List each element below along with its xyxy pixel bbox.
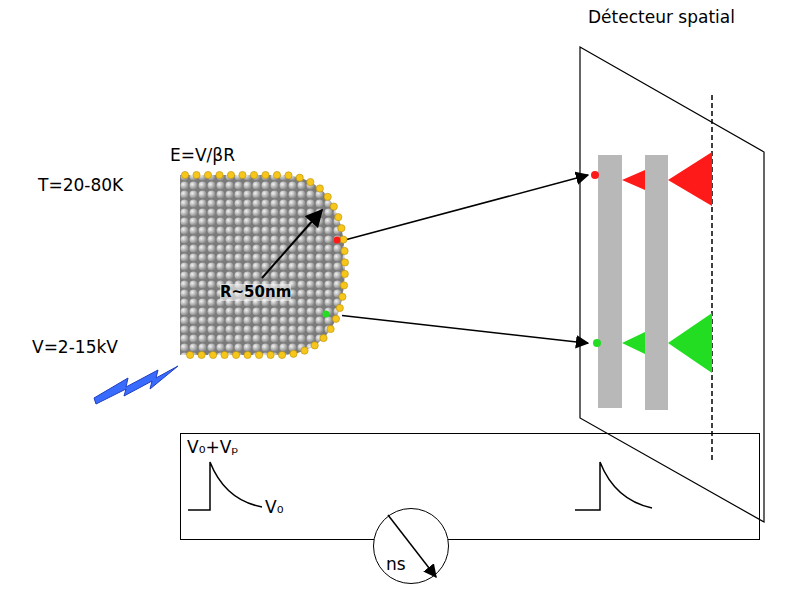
label-text: T=20-80K	[38, 176, 123, 196]
surface-atom	[296, 174, 303, 181]
voltage-pulse	[188, 462, 262, 510]
lightning-bolt	[94, 366, 178, 404]
mcp-plate	[645, 155, 668, 410]
surface-atom	[216, 171, 223, 178]
surface-atom	[181, 171, 188, 178]
surface-atom	[204, 171, 211, 178]
node-text: R~50nm	[220, 284, 291, 301]
surface-atom	[341, 259, 348, 266]
surface-atom	[267, 351, 274, 358]
voltage-pulse	[575, 462, 652, 510]
surface-atom	[193, 171, 200, 178]
surface-atom	[332, 315, 339, 322]
spatial-detector: Détecteur spatial	[588, 8, 772, 580]
surface-atom	[186, 351, 193, 358]
dial-needle	[374, 509, 450, 585]
surface-atom	[250, 171, 257, 178]
surface-atom	[227, 171, 234, 178]
surface-atom	[336, 304, 343, 311]
surface-atom	[290, 350, 297, 357]
surface-atom	[221, 351, 228, 358]
ion-trajectory	[342, 315, 588, 343]
delay-dial: ns	[373, 508, 449, 584]
surface-atom	[311, 342, 318, 349]
ion-trajectory	[342, 175, 588, 241]
surface-atom	[340, 282, 347, 289]
tip-body	[180, 175, 345, 355]
surface-atom	[338, 225, 345, 232]
node-text: V₀+Vₚ	[187, 438, 239, 458]
detector-plane	[580, 47, 764, 522]
tip-outline	[180, 172, 348, 360]
surface-atom	[273, 171, 280, 178]
surface-atom	[335, 214, 342, 221]
red-ion	[334, 237, 341, 244]
pulse-box: V₀+VₚV₀ns	[180, 433, 760, 540]
radius-arrow	[262, 210, 322, 278]
surface-atom	[341, 270, 348, 277]
surface-atom	[232, 351, 239, 358]
surface-atom	[316, 185, 323, 192]
green-cascade	[622, 332, 645, 354]
detector-line	[711, 95, 713, 462]
field-tip: R~50nm	[180, 172, 348, 360]
red-impact	[591, 171, 599, 179]
node-text: Détecteur spatial	[588, 8, 735, 28]
surface-atom	[341, 247, 348, 254]
surface-atom	[330, 203, 337, 210]
node-text: V₀	[265, 498, 283, 518]
surface-atom	[307, 178, 314, 185]
surface-atom	[244, 351, 251, 358]
surface-atom	[239, 171, 246, 178]
surface-atom	[327, 325, 334, 332]
red-cascade	[668, 152, 712, 206]
green-ion	[323, 311, 330, 318]
surface-atom	[324, 193, 331, 200]
label-text: E=V/βR	[170, 146, 235, 166]
surface-atom	[255, 351, 262, 358]
surface-atom	[262, 171, 269, 178]
surface-atom	[339, 293, 346, 300]
surface-atom	[278, 351, 285, 358]
surface-atom	[285, 172, 292, 179]
red-cascade	[622, 170, 645, 190]
node-text: ns	[386, 555, 406, 575]
mcp-plate	[598, 155, 622, 408]
surface-atom	[301, 347, 308, 354]
surface-atom	[340, 236, 347, 243]
surface-atom	[198, 351, 205, 358]
surface-atom	[320, 334, 327, 341]
green-cascade	[668, 313, 712, 373]
label-text: V=2-15kV	[32, 338, 118, 358]
green-impact	[593, 339, 601, 347]
surface-atom	[209, 351, 216, 358]
